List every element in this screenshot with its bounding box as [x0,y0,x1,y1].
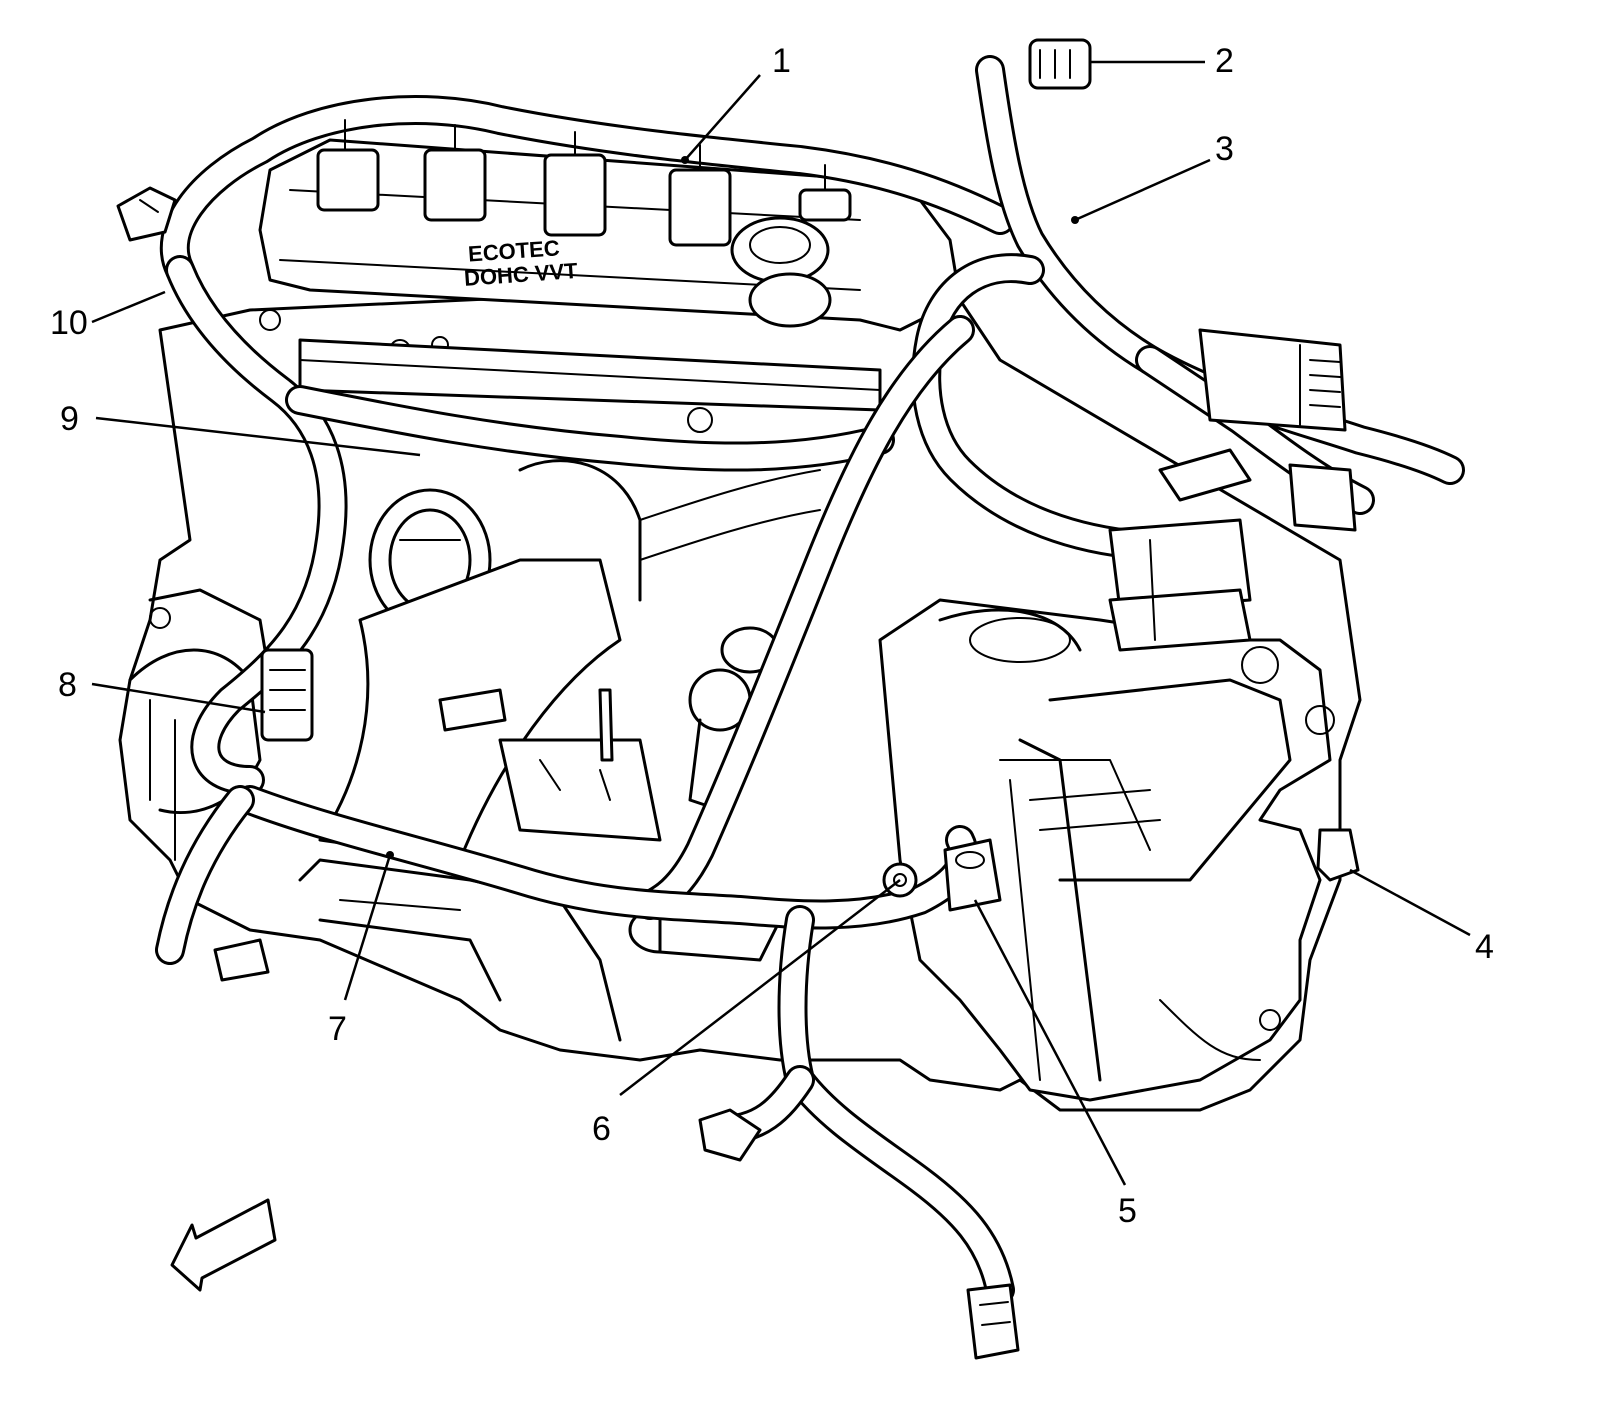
callout-9: 9 [60,400,79,438]
callout-5: 5 [1118,1192,1137,1230]
callout-1: 1 [772,42,791,80]
callout-7: 7 [328,1010,347,1048]
connector-8 [260,648,314,742]
forward-direction-arrow-icon [170,1198,277,1292]
connectors [116,38,1357,1360]
ignition-coil-1 [316,148,380,212]
connector-bottom [966,1283,1020,1360]
wiring-harness [155,55,1465,1305]
callout-10: 10 [50,304,88,342]
transmission [878,598,1360,1102]
connector-stack [1108,448,1357,652]
callout-3: 3 [1215,130,1234,168]
ignition-coil-5 [798,188,852,222]
connector-lower-middle [698,1108,762,1162]
intake-manifold [298,338,882,962]
callouts: 1 2 3 4 5 6 7 8 9 10 [50,42,1494,1230]
ignition-coil-4 [668,168,732,247]
callout-6: 6 [592,1110,611,1148]
ignition-coil-2 [423,148,487,222]
connector-2 [1028,38,1092,90]
connector-lower-left [213,938,270,982]
callout-4: 4 [1475,928,1494,966]
ignition-coil-3 [543,153,607,237]
callout-8: 8 [58,666,77,704]
callout-2: 2 [1215,42,1234,80]
valve-cover: ECOTEC DOHC VVT [258,138,962,433]
connector-top-left [116,186,177,242]
ecm-connector [1198,328,1347,432]
connector-5 [943,838,1002,912]
